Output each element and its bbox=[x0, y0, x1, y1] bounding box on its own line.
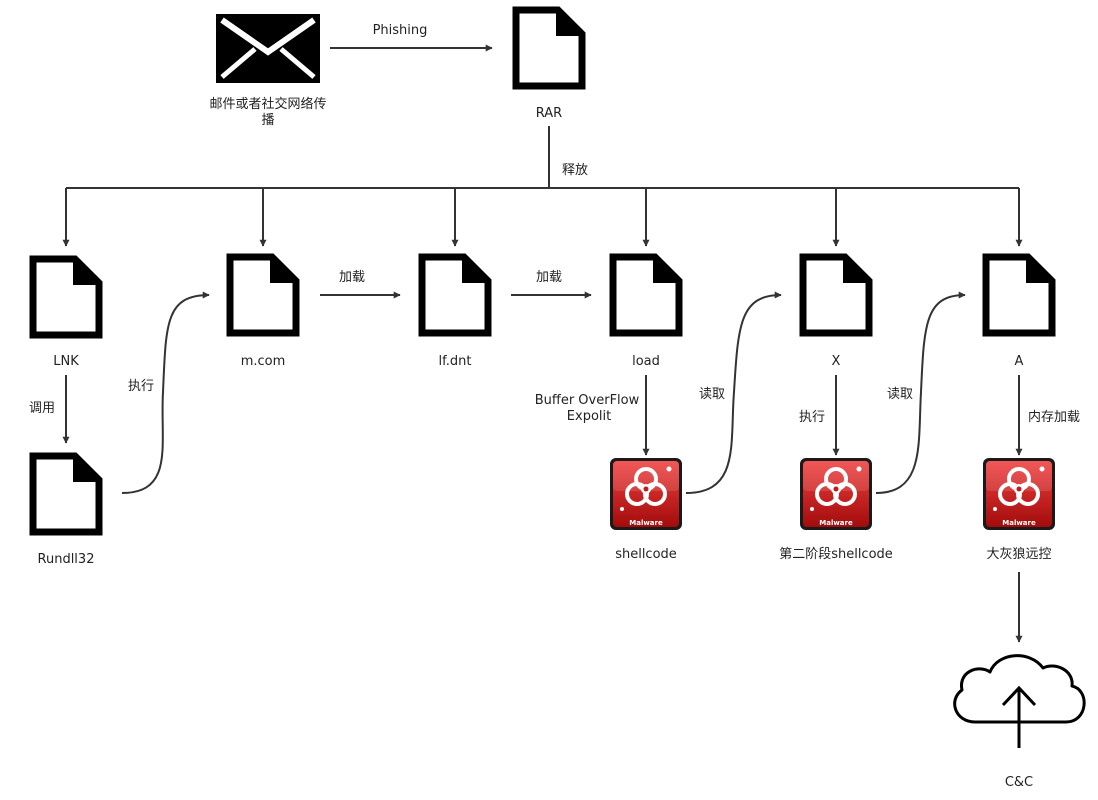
cloud-upload-icon bbox=[953, 654, 1086, 748]
node-label-email-2: 播 bbox=[261, 113, 274, 128]
edge-exec-rundll-mcom bbox=[121, 291, 210, 494]
edge-label-phishing: Phishing bbox=[373, 23, 428, 38]
node-label-x: X bbox=[832, 354, 841, 369]
file-icon bbox=[422, 255, 490, 333]
edge-label-read2: 读取 bbox=[887, 387, 913, 402]
node-rat: Malware 大灰狼远控 bbox=[982, 457, 1056, 562]
envelope-icon bbox=[216, 14, 320, 83]
node-label-load: load bbox=[632, 354, 660, 369]
node-label-lnk: LNK bbox=[53, 354, 79, 369]
node-label-lfdnt: lf.dnt bbox=[439, 354, 472, 369]
file-icon bbox=[516, 8, 584, 86]
node-label-rundll32: Rundll32 bbox=[38, 552, 95, 567]
node-email: 邮件或者社交网络传 播 bbox=[209, 14, 327, 128]
file-icon bbox=[803, 255, 871, 333]
node-label-rar: RAR bbox=[536, 106, 562, 121]
edge-label-release: 释放 bbox=[562, 163, 588, 178]
edge-label-exec1: 执行 bbox=[128, 379, 154, 394]
node-label-email-1: 邮件或者社交网络传 bbox=[209, 96, 326, 112]
edge-label-read1: 读取 bbox=[699, 387, 725, 402]
node-a: A bbox=[986, 255, 1054, 369]
edge-label-overflow-1: Buffer OverFlow bbox=[535, 393, 640, 408]
edge-label-load2: 加载 bbox=[536, 270, 562, 285]
edge-read-shellcode-x bbox=[685, 291, 782, 494]
edge-read-shellcode2-a bbox=[875, 291, 966, 494]
edge-label-load1: 加载 bbox=[339, 270, 365, 285]
node-label-shellcode-stage2: 第二阶段shellcode bbox=[779, 547, 893, 562]
node-x: X bbox=[803, 255, 871, 369]
node-shellcode-stage2: Malware 第二阶段shellcode bbox=[779, 457, 893, 562]
node-rar: RAR bbox=[516, 8, 584, 121]
malware-badge-text: Malware bbox=[629, 519, 663, 527]
file-icon bbox=[230, 255, 298, 333]
node-mcom: m.com bbox=[230, 255, 298, 369]
node-label-mcom: m.com bbox=[241, 354, 286, 369]
edge-label-overflow-2: Expolit bbox=[567, 409, 611, 424]
edge-label-exec2: 执行 bbox=[799, 410, 825, 425]
node-shellcode: Malware shellcode bbox=[609, 457, 683, 562]
file-icon bbox=[613, 255, 681, 333]
file-icon bbox=[33, 454, 101, 532]
node-label-a: A bbox=[1015, 354, 1024, 369]
file-icon bbox=[986, 255, 1054, 333]
malware-badge-text: Malware bbox=[1002, 519, 1036, 527]
node-cc: C&C bbox=[953, 654, 1086, 790]
edge-label-call: 调用 bbox=[29, 401, 55, 416]
edge-label-memload: 内存加载 bbox=[1028, 409, 1080, 425]
node-load: load bbox=[613, 255, 681, 369]
file-icon bbox=[33, 257, 101, 335]
node-label-cc: C&C bbox=[1005, 775, 1033, 790]
node-rundll32: Rundll32 bbox=[33, 454, 101, 567]
node-label-shellcode: shellcode bbox=[615, 547, 677, 562]
node-lfdnt: lf.dnt bbox=[422, 255, 490, 369]
malware-badge-text: Malware bbox=[819, 519, 853, 527]
node-lnk: LNK bbox=[33, 257, 101, 369]
node-label-rat: 大灰狼远控 bbox=[986, 547, 1051, 562]
